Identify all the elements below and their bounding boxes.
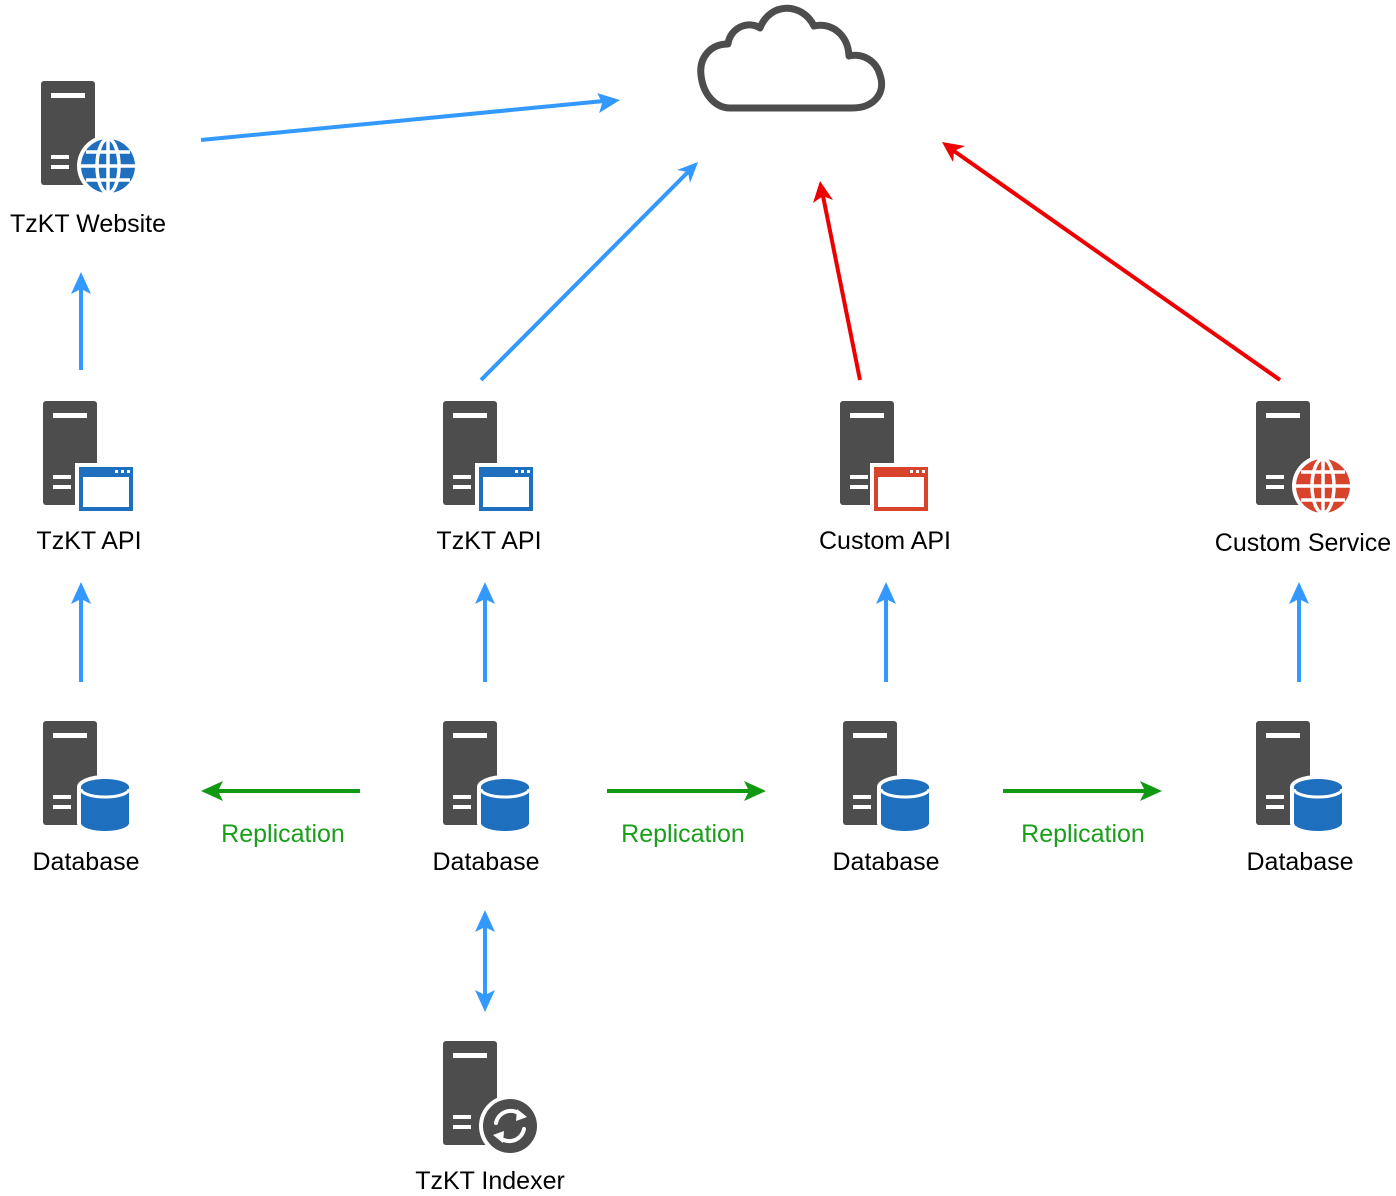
arrow-db3-to-custom-api [876,582,896,682]
db4-server-database-icon [1256,721,1346,835]
db2-server-database-icon [443,721,533,835]
custom-api-server-window-icon [840,401,932,515]
website-label: TzKT Website [9,210,167,238]
custom-service-label: Custom Service [1214,529,1392,557]
arrow-replication-db2-to-db1 [201,781,360,801]
db4-label: Database [1246,848,1354,876]
arrow-db4-to-custom-service [1289,582,1309,682]
replication-label-1: Replication [221,820,345,848]
db3-label: Database [832,848,940,876]
arrow-replication-db3-to-db4 [1003,781,1162,801]
arrow-api2-to-cloud [479,162,698,382]
arrow-custom-service-to-cloud [942,142,1282,382]
custom-service-server-globe-icon [1256,401,1354,517]
arrow-indexer-db2-bidirectional [475,910,495,1012]
cloud-icon [697,4,885,112]
db2-label: Database [432,848,540,876]
replication-label-3: Replication [1021,820,1145,848]
db1-label: Database [32,848,140,876]
custom-api-label: Custom API [819,527,951,555]
api1-label: TzKT API [36,527,142,555]
arrow-api1-to-website [71,272,91,370]
indexer-server-sync-icon [443,1041,541,1157]
arrow-db2-to-api2 [475,582,495,682]
replication-label-2: Replication [621,820,745,848]
api2-label: TzKT API [436,527,542,555]
arrow-website-to-cloud [200,93,620,142]
indexer-label: TzKT Indexer [415,1167,565,1195]
db1-server-database-icon [43,721,133,835]
api2-server-window-icon [443,401,537,515]
arrow-db1-to-api1 [71,582,91,682]
db3-server-database-icon [843,721,933,835]
website-server-globe-icon [41,81,139,197]
api1-server-window-icon [43,401,137,515]
arrow-replication-db2-to-db3 [607,781,766,801]
arrow-custom-api-to-cloud [813,181,862,381]
